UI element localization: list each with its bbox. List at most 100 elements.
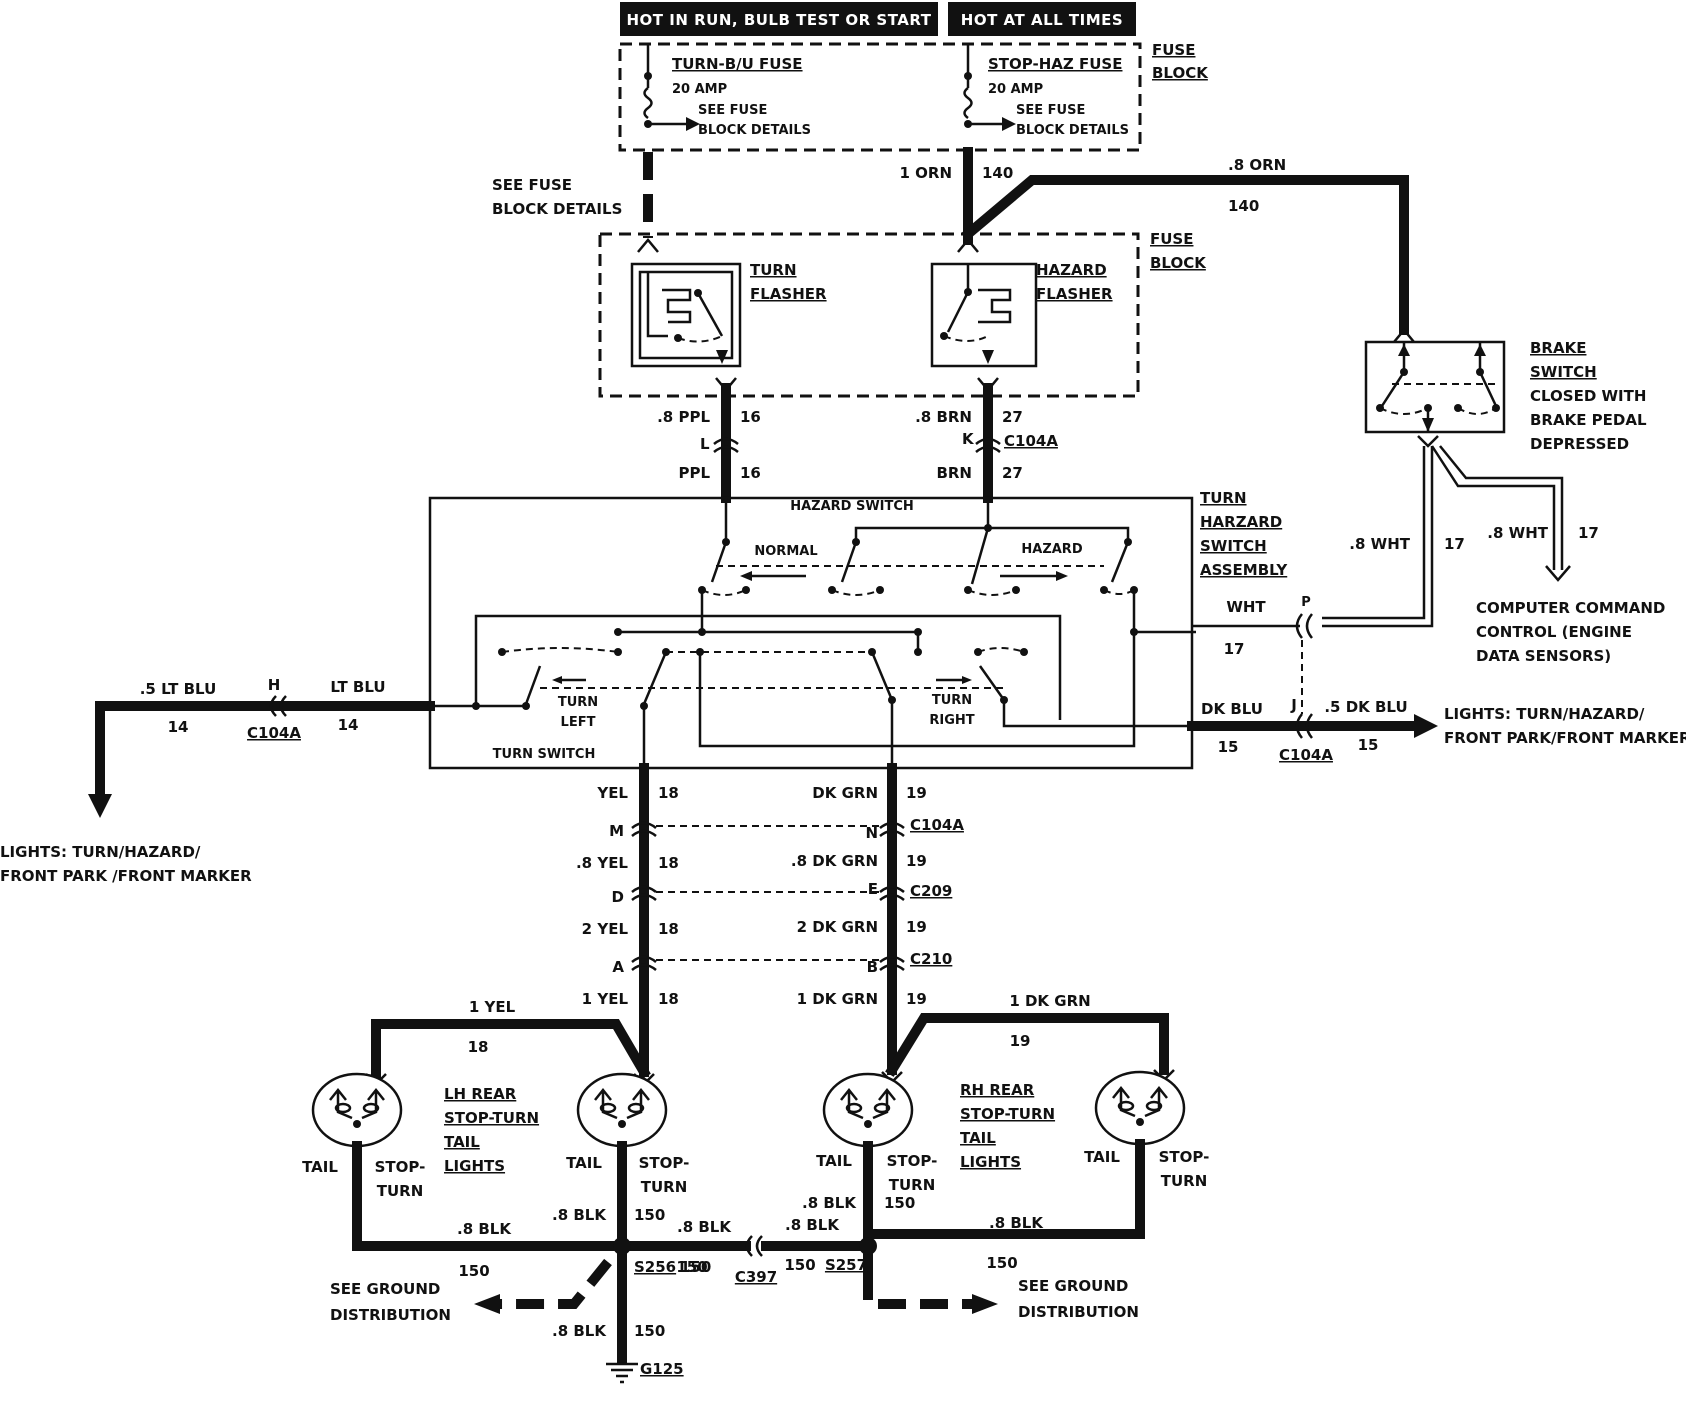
bus-dot-4 <box>1130 628 1138 636</box>
turn-flasher-dashed <box>677 335 723 343</box>
turn-flasher-bimetal <box>646 272 692 338</box>
blk-150g-label: 150 <box>634 1322 665 1340</box>
wht-wire-group: WHT 17 P <box>1192 595 1313 714</box>
turn-right-arrowhead <box>962 676 972 684</box>
brake-switch-feed-wire <box>960 175 1409 335</box>
connector-D: D <box>612 888 624 906</box>
hazard-arrowhead <box>1056 571 1068 581</box>
turn-contact-2 <box>614 648 622 656</box>
turn-contact-8 <box>1020 648 1028 656</box>
blk-150d-label: 150 <box>784 1256 815 1274</box>
ground-wires <box>352 1139 1145 1384</box>
stop-haz-entry-chevron <box>957 238 979 253</box>
wht-08b-label: .8 WHT <box>1487 524 1548 542</box>
lamp-1-fil-right <box>362 1102 380 1114</box>
dk-grn-1b-label: 1 DK GRN <box>1009 992 1090 1010</box>
dk-grn-19a-label: 19 <box>906 784 927 802</box>
yel-18b-label: 18 <box>658 854 679 872</box>
hazard-flasher-arrow <box>982 350 994 364</box>
haz-blade-4 <box>1110 541 1130 583</box>
yel-label: YEL <box>596 784 628 802</box>
turn-flasher-blade <box>696 292 724 337</box>
yel-18e-label: 18 <box>468 1038 489 1056</box>
wht-17b-label: 17 <box>1578 524 1599 542</box>
lamp-2-fil-left <box>599 1102 617 1114</box>
c104a-right-label: C104A <box>1279 746 1333 764</box>
lamp-2-body <box>576 1072 668 1148</box>
wht-to-ecm-a <box>1430 445 1556 570</box>
bus-dot-3 <box>914 628 922 636</box>
turn-blade-grn <box>870 651 894 701</box>
haz-linkage <box>701 565 1135 596</box>
blk-150h-label: 150 <box>680 1258 711 1276</box>
orn-08-140-label: 140 <box>1228 197 1259 215</box>
dk-blu-arrowhead <box>1414 714 1438 738</box>
lamp-1-fil-left <box>334 1102 352 1114</box>
blk-150e-label: 150 <box>884 1194 915 1212</box>
lt-blu-14a-label: 14 <box>168 718 189 736</box>
hazard-flasher-blade <box>946 291 970 333</box>
tail-3-label: TAIL <box>816 1152 852 1170</box>
brn-27a-label: 27 <box>1002 408 1023 426</box>
brake-switch-entry-chevron <box>1393 328 1415 343</box>
ppl-connector <box>713 437 739 453</box>
connector-B: B <box>867 958 878 976</box>
wht-17c-label: 17 <box>1224 640 1245 658</box>
bus-outer <box>474 614 1062 720</box>
lamp-4-ground <box>1136 1118 1144 1126</box>
stop-haz-fuse-top-dot <box>964 72 972 80</box>
connector-L: L <box>700 435 710 453</box>
haz-blade-2 <box>840 541 858 583</box>
dk-blu-15b-label: 15 <box>1358 736 1379 754</box>
lights-right-label: LIGHTS: TURN/HAZARD/FRONT PARK/FRONT MAR… <box>1444 705 1686 747</box>
c397-label: C397 <box>735 1268 777 1286</box>
yel-1b-label: 1 YEL <box>469 998 516 1016</box>
dk-grn-2-label: 2 DK GRN <box>797 918 878 936</box>
turn-blade-right <box>978 665 1006 701</box>
turn-flasher <box>630 262 742 368</box>
brake-arrow-down <box>1422 418 1434 432</box>
s257-splice <box>859 1237 877 1255</box>
wht-to-ecm-b <box>1439 445 1564 570</box>
lamp-1-body <box>311 1072 403 1148</box>
brake-out-chevron <box>1417 435 1439 448</box>
hazard-flasher-box <box>930 262 1038 368</box>
turn-blade-left <box>524 665 542 705</box>
brn-label: BRN <box>936 464 972 482</box>
blk-150a-label: 150 <box>458 1262 489 1280</box>
connector-K: K <box>962 430 975 448</box>
ecm-arrow <box>1545 565 1571 582</box>
connector-M: M <box>609 822 624 840</box>
dkblu-internal <box>1002 700 1192 728</box>
lt-blu-14b-label: 14 <box>338 716 359 734</box>
lamp-4-fil-left <box>1117 1100 1135 1112</box>
wht-to-switch-a <box>1322 446 1426 620</box>
brn-chevron-top <box>977 377 999 392</box>
yel-conn-d <box>631 885 657 901</box>
haz-blade-3 <box>970 527 990 585</box>
lamp-rh-inner <box>822 1072 914 1148</box>
lh-see-ground-wire <box>496 1258 612 1309</box>
turn-flasher-inner <box>638 270 734 360</box>
flasher-output-wires: .8 PPL 16 L PPL 16 .8 BRN 27 K C104A BRN… <box>657 377 1058 503</box>
stop-turn-3-label: STOP-TURN <box>887 1152 938 1194</box>
lamp-rh-outer <box>1094 1070 1186 1146</box>
ppl-16a-label: 16 <box>740 408 761 426</box>
wht-to-switch-b <box>1322 446 1434 628</box>
h-connector <box>269 695 287 717</box>
dk-grn-branch <box>885 1013 1169 1077</box>
turn-bu-entry-chevron <box>637 238 659 253</box>
all-times-feed-label: HOT AT ALL TIMES <box>961 11 1123 29</box>
c104a-left-label: C104A <box>247 724 301 742</box>
brake-arrow-left <box>1398 344 1410 356</box>
p-connector <box>1295 613 1313 639</box>
tail-4-label: TAIL <box>1084 1148 1120 1166</box>
dk-grn-1-label: 1 DK GRN <box>797 990 878 1008</box>
